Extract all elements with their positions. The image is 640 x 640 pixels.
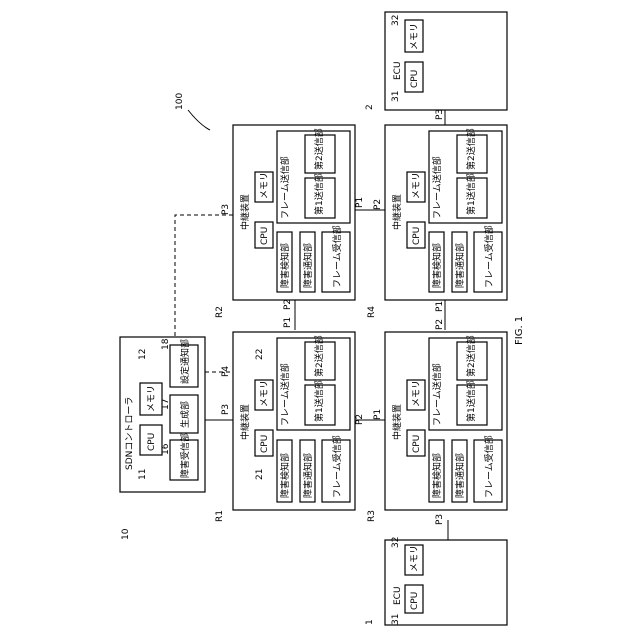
relay-cpu-label: CPU (412, 227, 422, 245)
relay-failure-notifier-label: 障害通知部 (302, 243, 314, 288)
sdn-setting-notifier-ref: 18 (161, 338, 171, 350)
port-label: P2 (373, 199, 383, 210)
relay-first-sender-label: 第1送信部 (313, 173, 325, 215)
ecu-memory-ref: 32 (391, 537, 401, 548)
ecu-box (385, 540, 507, 625)
ecu-memory-label: メモリ (410, 23, 420, 50)
relay-first-sender-label: 第1送信部 (465, 173, 477, 215)
ecu-cpu-ref: 31 (391, 614, 401, 625)
port-label: P1 (283, 317, 293, 328)
relay-second-sender-label: 第2送信部 (465, 335, 477, 377)
ecu-cpu-ref: 31 (391, 91, 401, 102)
relay-id: R1 (215, 510, 225, 522)
system-ref: 100 (175, 93, 185, 110)
sdn-generator-ref: 17 (161, 399, 171, 410)
relay-cpu-label: CPU (260, 435, 270, 453)
relay-cpu-label: CPU (260, 227, 270, 245)
port-label: P3 (221, 204, 231, 215)
sdn-generator-label: 生成部 (179, 401, 191, 428)
relay-memory-label: メモリ (260, 380, 270, 407)
relay-title: 中継装置 (239, 194, 251, 230)
sdn-controller-ref: 10 (121, 528, 131, 540)
relay-first-sender-label: 第1送信部 (465, 380, 477, 422)
sdn-failure-receiver-label: 障害受信部 (179, 433, 191, 478)
relay-failure-notifier-label: 障害通知部 (302, 453, 314, 498)
sdn-memory-label: メモリ (147, 385, 157, 412)
relay-frame-sender-label: フレーム送信部 (279, 363, 291, 426)
sdn-controller-title: SDNコントローラ (124, 397, 135, 470)
relay-cpu-label: CPU (412, 435, 422, 453)
relay-frame-sender-label: フレーム送信部 (431, 156, 443, 219)
relay-second-sender-label: 第2送信部 (465, 128, 477, 170)
relay-device-r4: R4 中継装置 CPU メモリ 障害検知部 障害通知部 フレーム受信部 フレーム… (367, 125, 507, 318)
relay-memory-label: メモリ (412, 172, 422, 199)
relay-id: R3 (367, 510, 377, 522)
ecu-title: ECU (393, 586, 403, 605)
relay-device-r2: R2 中継装置 CPU メモリ 障害検知部 障害通知部 フレーム受信部 フレーム… (215, 125, 355, 318)
relay-frame-sender-label: フレーム送信部 (279, 156, 291, 219)
ecu-box (385, 12, 507, 110)
relay-memory-ref: 22 (255, 349, 265, 360)
relay-frame-receiver-label: フレーム受信部 (331, 435, 343, 498)
control-link-r2 (175, 215, 233, 340)
relay-failure-detector-label: 障害検知部 (431, 453, 443, 498)
relay-id: R4 (367, 306, 377, 318)
relay-id: R2 (215, 306, 225, 318)
ecu-2: 2 ECU CPU 31 メモリ 32 (365, 12, 507, 110)
relay-frame-receiver-label: フレーム受信部 (483, 225, 495, 288)
port-label: P4 (221, 366, 231, 377)
sdn-failure-receiver-ref: 16 (161, 443, 171, 455)
figure-caption: FIG. 1 (514, 316, 525, 345)
port-label: P2 (355, 414, 365, 425)
relay-second-sender-label: 第2送信部 (313, 128, 325, 170)
relay-memory-label: メモリ (260, 172, 270, 199)
ecu-memory-label: メモリ (410, 545, 420, 572)
ecu-cpu-label: CPU (410, 592, 420, 610)
port-label: P3 (435, 514, 445, 525)
relay-second-sender-label: 第2送信部 (313, 335, 325, 377)
sdn-cpu-label: CPU (147, 433, 157, 451)
port-label: P2 (435, 319, 445, 330)
ecu-memory-ref: 32 (391, 15, 401, 26)
relay-title: 中継装置 (391, 404, 403, 440)
sdn-setting-notifier-label: 設定通知部 (179, 339, 191, 384)
relay-title: 中継装置 (239, 404, 251, 440)
relay-device-r1: R1 中継装置 CPU 21 メモリ 22 障害検知部 障害通知部 フレーム受信… (215, 332, 355, 522)
ecu-1: 1 ECU CPU 31 メモリ 32 (365, 537, 507, 625)
relay-first-sender-label: 第1送信部 (313, 380, 325, 422)
relay-memory-label: メモリ (412, 380, 422, 407)
relay-frame-sender-label: フレーム送信部 (431, 363, 443, 426)
ecu-ref: 2 (365, 104, 375, 110)
port-label: P3 (221, 404, 231, 415)
relay-frame-receiver-label: フレーム受信部 (483, 435, 495, 498)
ecu-ref: 1 (365, 619, 375, 625)
relay-failure-notifier-label: 障害通知部 (454, 453, 466, 498)
ecu-title: ECU (393, 61, 403, 80)
sdn-memory-ref: 12 (138, 349, 148, 360)
relay-failure-detector-label: 障害検知部 (279, 243, 291, 288)
port-label: P1 (355, 197, 365, 208)
relay-failure-detector-label: 障害検知部 (431, 243, 443, 288)
relay-failure-notifier-label: 障害通知部 (454, 243, 466, 288)
relay-device-r3: R3 中継装置 CPU メモリ 障害検知部 障害通知部 フレーム受信部 フレーム… (367, 332, 507, 522)
relay-cpu-ref: 21 (255, 469, 265, 480)
port-label: P1 (435, 301, 445, 312)
relay-failure-detector-label: 障害検知部 (279, 453, 291, 498)
relay-frame-receiver-label: フレーム受信部 (331, 225, 343, 288)
sdn-cpu-ref: 11 (138, 469, 148, 480)
ecu-cpu-label: CPU (410, 70, 420, 88)
relay-title: 中継装置 (391, 194, 403, 230)
system-ref-arrow (188, 110, 210, 130)
port-label: P1 (373, 409, 383, 420)
sdn-controller: SDNコントローラ 10 CPU 11 メモリ 12 障害受信部 16 生成部 … (120, 337, 205, 540)
